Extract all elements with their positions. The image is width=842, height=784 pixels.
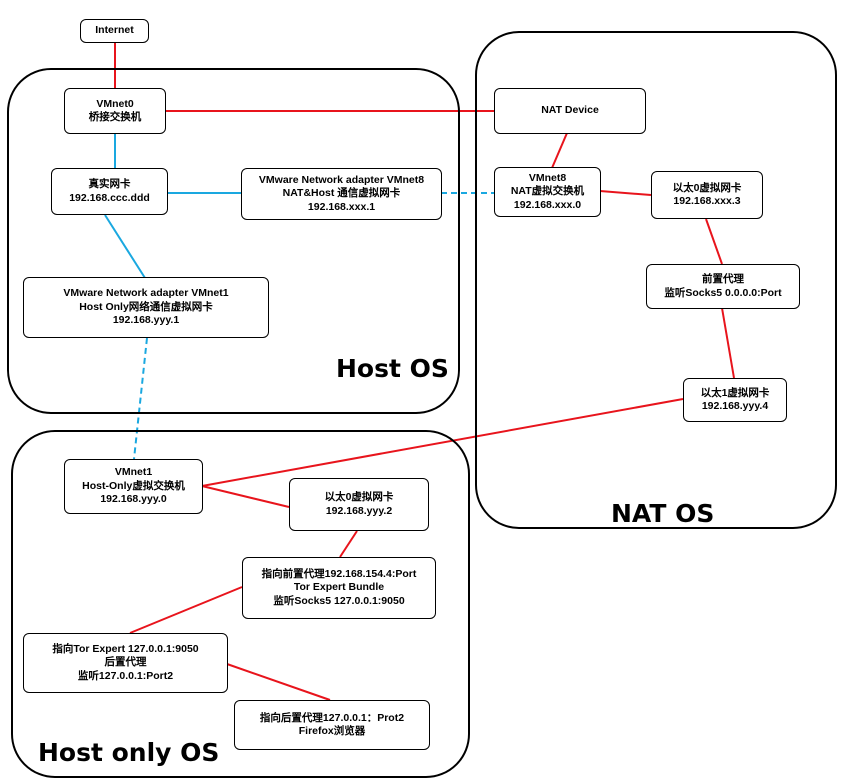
region-host-only-os [11, 430, 470, 778]
region-nat-os [475, 31, 837, 529]
node-real-nic-line-2: 192.168.ccc.ddd [69, 191, 150, 204]
region-label-host-os: Host OS [336, 354, 449, 383]
node-adapter-vmnet8-line-1: VMware Network adapter VMnet8 [258, 173, 425, 186]
node-back-proxy: 指向Tor Expert 127.0.0.1:9050 后置代理 监听127.0… [23, 633, 228, 693]
node-tor-bundle-line-2: Tor Expert Bundle [293, 581, 385, 594]
link-torbundle-backproxy [129, 586, 243, 634]
node-firefox: 指向后置代理127.0.0.1：Prot2 Firefox浏览器 [234, 700, 430, 750]
node-adapter-vmnet1: VMware Network adapter VMnet1 Host Only网… [23, 277, 269, 338]
node-nat-device-line-1: NAT Device [541, 104, 599, 117]
node-back-proxy-line-3: 监听127.0.0.1:Port2 [77, 669, 174, 682]
node-internet-line-1: Internet [95, 24, 134, 37]
node-vmnet0: VMnet0 桥接交换机 [64, 88, 166, 134]
node-internet: Internet [80, 19, 149, 43]
link-natdevice-vmnet8 [551, 132, 568, 169]
node-tor-bundle-line-1: 指向前置代理192.168.154.4:Port [261, 567, 417, 580]
node-nat-eth0: 以太0虚拟网卡 192.168.xxx.3 [651, 171, 763, 219]
region-label-host-only-os: Host only OS [38, 738, 220, 767]
node-nat-device: NAT Device [494, 88, 646, 134]
node-vmnet8: VMnet8 NAT虚拟交换机 192.168.xxx.0 [494, 167, 601, 217]
node-adapter-vmnet1-line-3: 192.168.yyy.1 [112, 314, 180, 327]
node-vmnet1: VMnet1 Host-Only虚拟交换机 192.168.yyy.0 [64, 459, 203, 514]
node-nat-eth0-line-2: 192.168.xxx.3 [673, 195, 741, 207]
node-vmnet1-line-3: 192.168.yyy.0 [100, 493, 167, 506]
link-frontproxy-nateth1 [721, 307, 735, 379]
node-front-proxy-line-1: 前置代理 [702, 273, 744, 285]
node-vmnet1-line-2: Host-Only虚拟交换机 [82, 479, 185, 492]
node-firefox-line-2: Firefox浏览器 [298, 725, 366, 737]
link-vmnet8-nateth0 [599, 190, 652, 196]
node-vmnet8-line-2: NAT虚拟交换机 [510, 185, 585, 198]
node-real-nic-line-1: 真实网卡 [88, 178, 131, 190]
node-firefox-line-1: 指向后置代理127.0.0.1：Prot2 [259, 711, 405, 724]
node-vmnet8-line-1: VMnet8 [528, 171, 567, 184]
node-tor-bundle-line-3: 监听Socks5 127.0.0.1:9050 [273, 594, 405, 607]
node-front-proxy: 前置代理 监听Socks5 0.0.0.0:Port [646, 264, 800, 309]
node-nat-eth0-line-1: 以太0虚拟网卡 [672, 181, 742, 194]
link-hoeth0-torbundle [339, 530, 358, 558]
region-host-os [7, 68, 460, 414]
node-nat-eth1-line-2: 192.168.yyy.4 [701, 400, 769, 412]
node-vmnet0-line-1: VMnet0 [96, 97, 134, 110]
node-tor-bundle: 指向前置代理192.168.154.4:Port Tor Expert Bund… [242, 557, 436, 619]
link-adaptervmnet1-vmnet1 [133, 337, 148, 460]
link-backproxy-firefox [226, 663, 331, 701]
node-host-only-eth0-line-1: 以太0虚拟网卡 [324, 491, 394, 503]
node-front-proxy-line-2: 监听Socks5 0.0.0.0:Port [664, 286, 782, 299]
node-vmnet0-line-2: 桥接交换机 [88, 111, 142, 123]
node-vmnet8-line-3: 192.168.xxx.0 [513, 198, 582, 211]
node-host-only-eth0-line-2: 192.168.yyy.2 [325, 504, 393, 517]
link-nateth0-frontproxy [705, 218, 723, 265]
node-adapter-vmnet1-line-2: Host Only网络通信虚拟网卡 [79, 300, 213, 313]
node-adapter-vmnet1-line-1: VMware Network adapter VMnet1 [63, 287, 229, 300]
node-adapter-vmnet8-line-3: 192.168.xxx.1 [307, 200, 376, 213]
region-label-nat-os: NAT OS [611, 499, 715, 528]
node-adapter-vmnet8-line-2: NAT&Host 通信虚拟网卡 [282, 187, 401, 200]
link-realnic-adaptervmnet1 [104, 214, 146, 279]
node-nat-eth1-line-1: 以太1虚拟网卡 [700, 386, 770, 399]
node-back-proxy-line-2: 后置代理 [104, 656, 147, 669]
node-host-only-eth0: 以太0虚拟网卡 192.168.yyy.2 [289, 478, 429, 531]
link-vmnet1-hoeth0 [201, 485, 290, 508]
node-adapter-vmnet8: VMware Network adapter VMnet8 NAT&Host 通… [241, 168, 442, 220]
node-nat-eth1: 以太1虚拟网卡 192.168.yyy.4 [683, 378, 787, 422]
node-back-proxy-line-1: 指向Tor Expert 127.0.0.1:9050 [52, 642, 199, 655]
node-real-nic: 真实网卡 192.168.ccc.ddd [51, 168, 168, 215]
node-vmnet1-line-1: VMnet1 [114, 466, 153, 479]
